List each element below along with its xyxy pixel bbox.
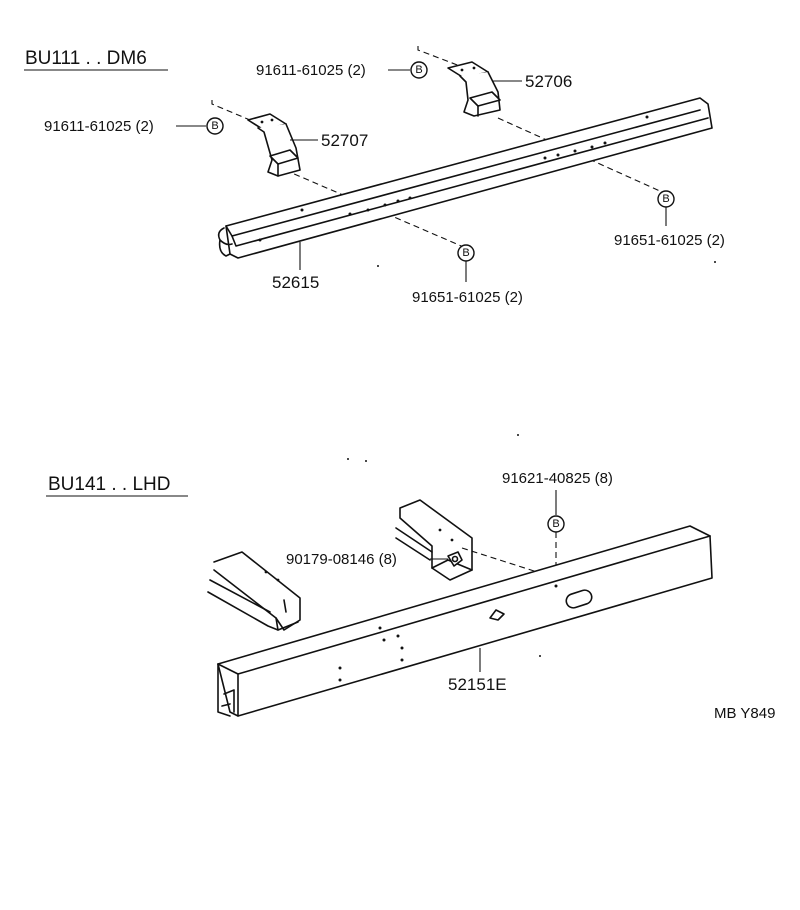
label-91651-a: 91651-61025 (2): [412, 289, 523, 306]
bolt-symbol-text: B: [662, 193, 669, 205]
bolt-symbol-text: B: [462, 247, 469, 259]
crossmember-left: [207, 551, 301, 631]
beam-slot: [565, 589, 593, 609]
dashed-leaders-top: [211, 46, 663, 249]
label-91611-a: 91611-61025 (2): [44, 118, 154, 135]
bolt-symbol-icon: [206, 117, 224, 135]
speck: [714, 261, 716, 263]
label-52615: 52615: [272, 273, 319, 292]
bolt-symbol-text: B: [415, 64, 422, 76]
nut-90179: [447, 551, 463, 567]
speck: [539, 655, 541, 657]
label-52706: 52706: [525, 72, 572, 91]
label-91621: 91621-40825 (8): [502, 470, 613, 487]
section-header-bottom: BU141 . . LHD: [48, 474, 171, 495]
label-91651-b: 91651-61025 (2): [614, 232, 725, 249]
bolt-symbol-icon: [547, 515, 565, 533]
section-header-top: BU111 . . DM6: [25, 48, 147, 69]
bracket-52707: [247, 113, 301, 177]
speck: [347, 458, 349, 460]
label-91611-b: 91611-61025 (2): [256, 62, 366, 79]
label-52151E: 52151E: [448, 675, 507, 694]
label-52707: 52707: [321, 131, 368, 150]
rail-52615: [217, 97, 713, 259]
speck: [377, 265, 379, 267]
label-90179: 90179-08146 (8): [286, 551, 397, 568]
bolt-symbol-text: B: [211, 120, 218, 132]
crossmember-right: [395, 499, 473, 581]
bracket-52706: [447, 61, 501, 117]
speck: [517, 434, 519, 436]
diagram-code: MB Y849: [714, 705, 775, 722]
speck: [365, 460, 367, 462]
bolt-symbol-icon: [410, 61, 428, 79]
rail-52151E: [217, 525, 713, 717]
bolt-symbol-text: B: [552, 518, 559, 530]
